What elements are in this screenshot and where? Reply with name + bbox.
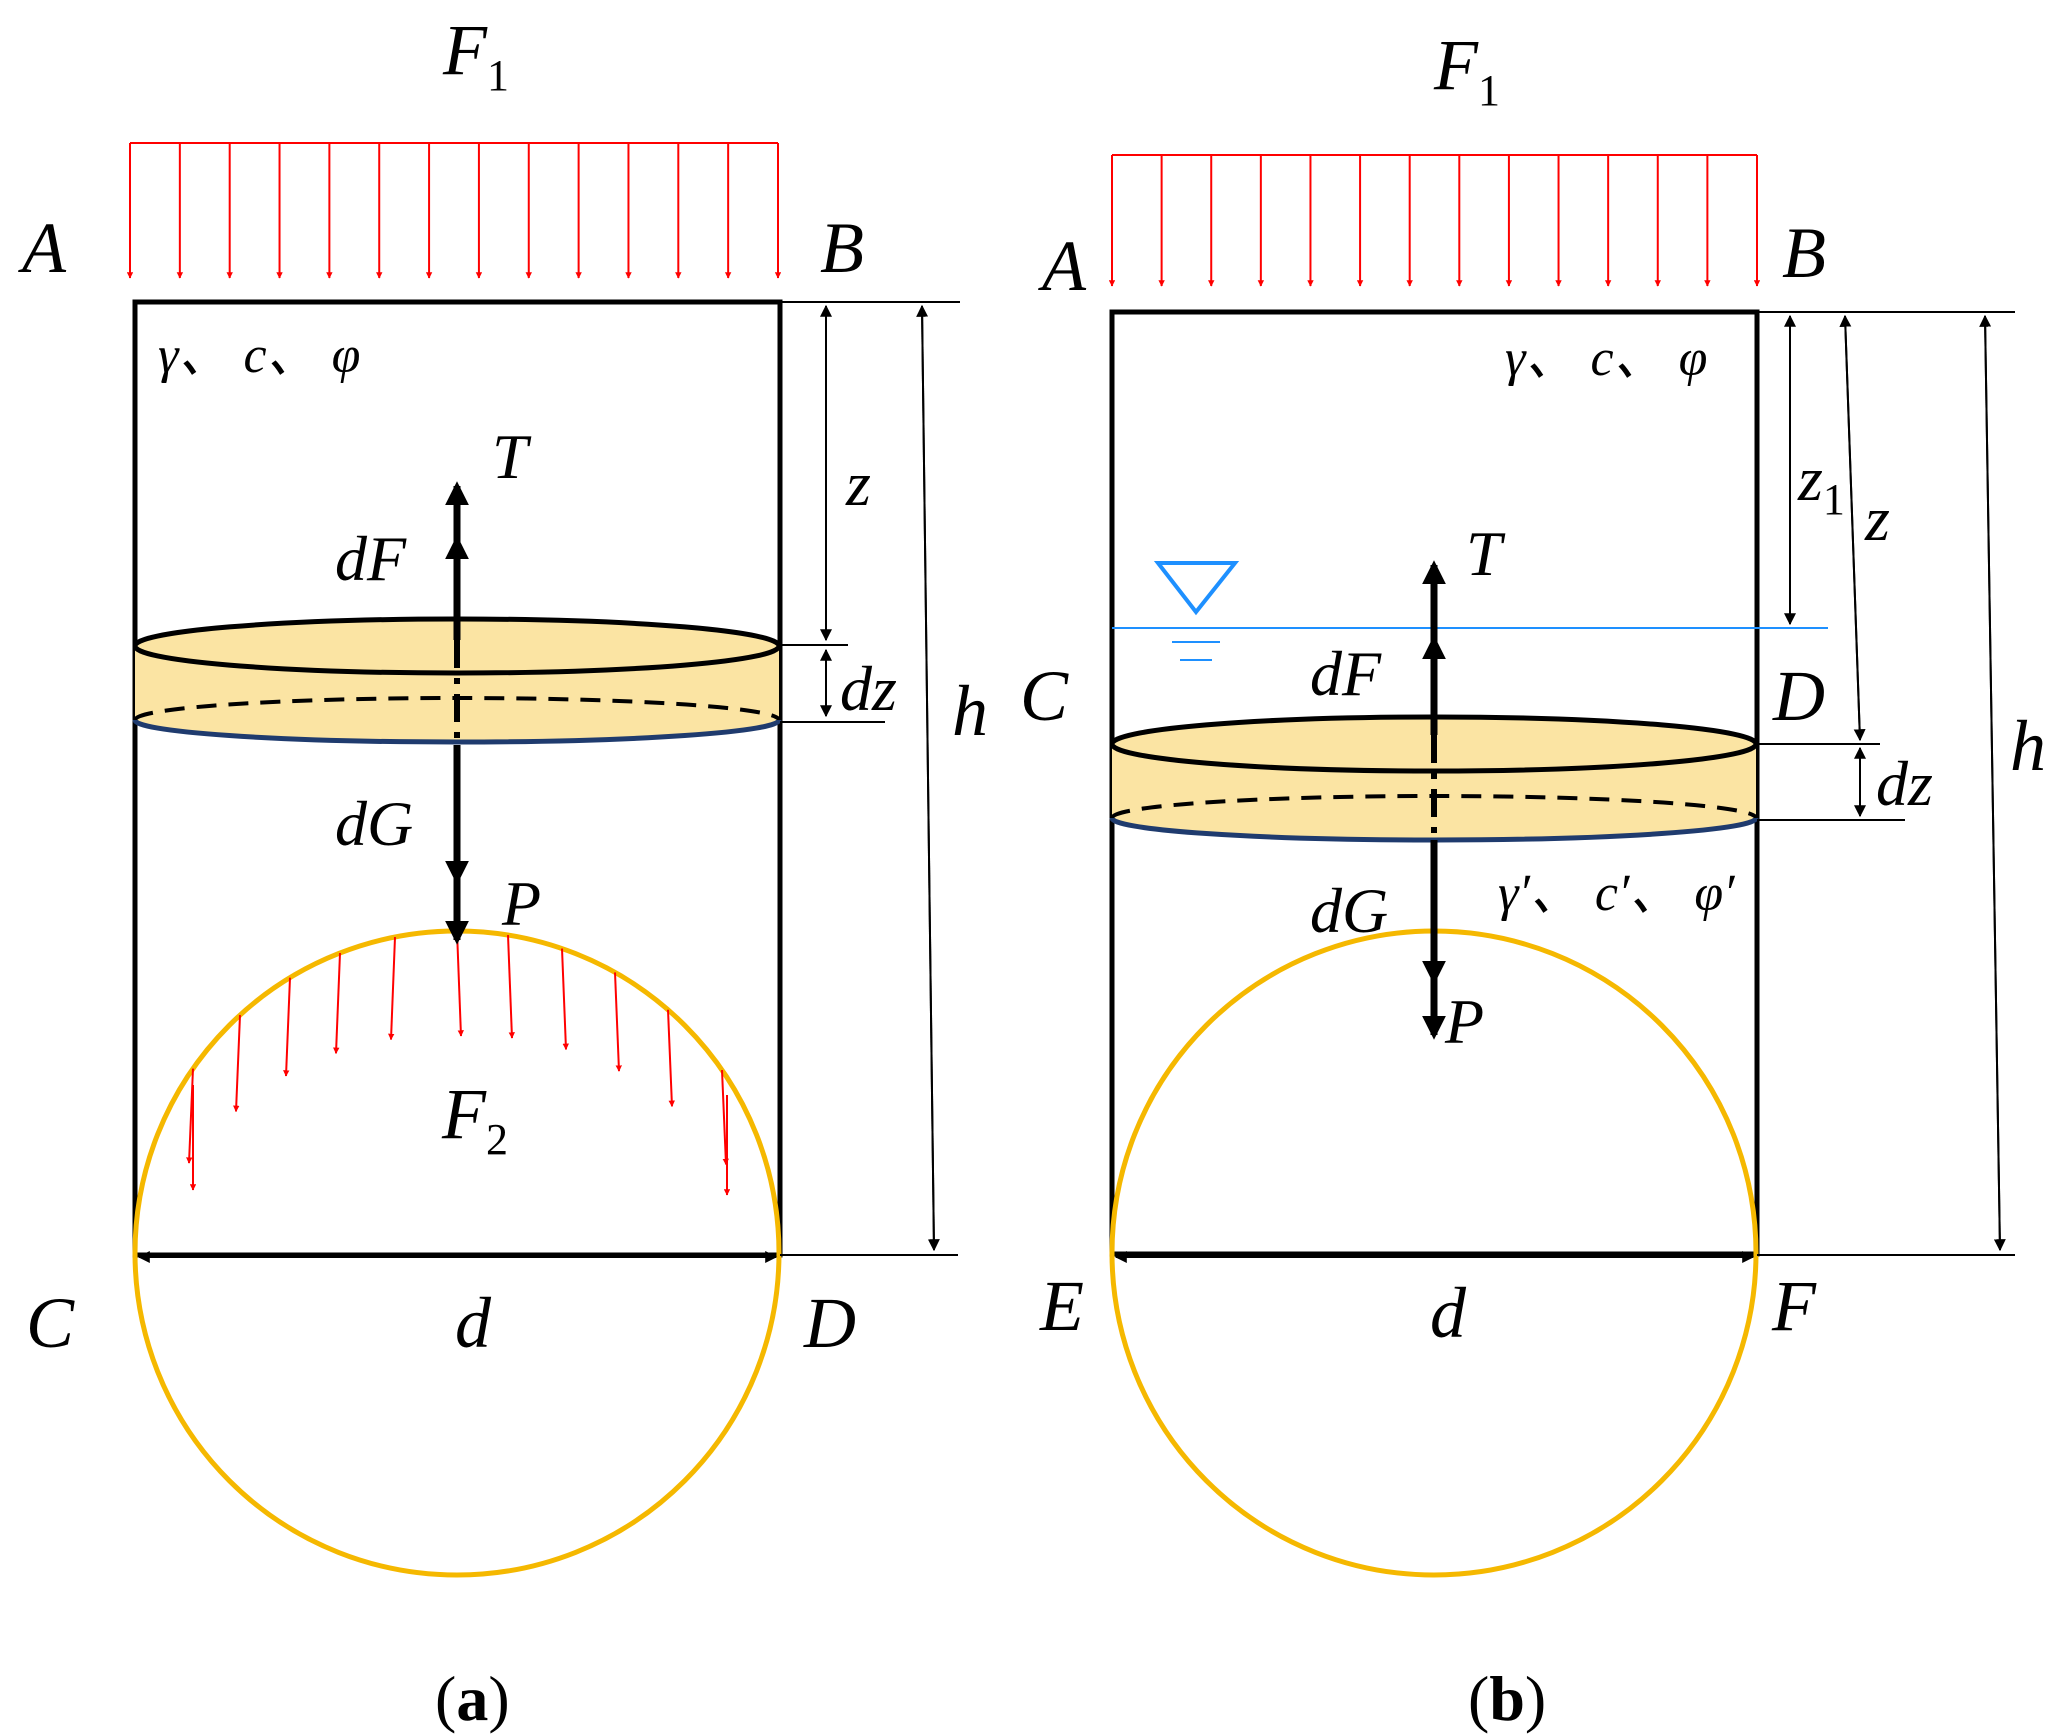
arch-load-arrow (388, 936, 396, 1041)
panel-a-soil-column (132, 299, 783, 1258)
panel-a-dim-z: z (845, 448, 871, 519)
panel-a-force-p: P (501, 868, 541, 939)
arch-load-arrow (721, 1070, 729, 1166)
panel-a-load-f1-label: F1 (442, 10, 509, 100)
panel-a-corner-b: B (820, 208, 864, 288)
arch-load-arrow (283, 977, 291, 1077)
panel-b-water-table (1112, 561, 1828, 661)
panel-b-dim-h: h (2010, 706, 2046, 786)
water-level-icon (1153, 561, 1240, 616)
panel-a-soil-params: γ、 c、 φ (158, 327, 360, 384)
panel-a-force-dg: dG (335, 788, 413, 859)
arch-load-arrow (667, 1009, 675, 1107)
panel-b-force-df: dF (1310, 638, 1382, 709)
panel-a-dim-dz: dz (840, 653, 897, 724)
panel-a-dim-h: h (952, 671, 988, 751)
panel-a-corner-c: C (26, 1283, 75, 1363)
panel-b-dimensions (1114, 311, 2015, 1263)
panel-a-arch-load (186, 930, 731, 1196)
panel-a-force-t: T (492, 421, 532, 492)
panel-b-force-t: T (1466, 518, 1506, 589)
panel-b-soil-params-upper: γ、 c、 φ (1505, 330, 1707, 387)
panel-b-corner-e: E (1039, 1266, 1084, 1346)
panel-b-force-p: P (1444, 986, 1484, 1057)
arch-load-arrow (186, 1068, 194, 1164)
panel-a-top-load (126, 142, 782, 279)
panel-a-corner-d: D (803, 1283, 856, 1363)
panel-b-corner-b: B (1782, 213, 1826, 293)
panel-b-top-load (1108, 154, 1761, 287)
panel-a-caption: (a) (435, 1663, 510, 1734)
panel-b-soil-params-lower: γ′、 c′、 φ′ (1498, 865, 1736, 922)
arch-load-arrow (561, 948, 569, 1051)
panel-b-dim-dz: dz (1876, 748, 1933, 819)
panel-a-corner-a: A (18, 208, 67, 288)
arch-load-arrow (456, 930, 464, 1037)
panel-b-corner-f: F (1771, 1266, 1817, 1346)
panel-b-caption: (b) (1468, 1663, 1546, 1734)
panel-b-water-c: C (1020, 656, 1069, 736)
panel-b: F1 A B C D E F γ、 c、 φ γ′、 c′、 φ′ T dF d… (1020, 25, 2046, 1734)
arch-load-arrow (233, 1015, 241, 1113)
panel-a-load-f2-label: F2 (441, 1074, 508, 1164)
panel-b-corner-a: A (1038, 226, 1087, 306)
panel-a-force-df: dF (335, 523, 407, 594)
panel-b-dim-z1: z1 (1797, 443, 1845, 524)
arch-load-arrow (333, 952, 341, 1054)
panel-b-dim-z: z (1864, 483, 1890, 554)
arch-load-arrow (614, 972, 622, 1072)
panel-b-dim-d: d (1430, 1273, 1467, 1353)
arch-load-arrow (507, 935, 515, 1039)
panel-b-load-f1-label: F1 (1433, 25, 1500, 115)
panel-a-dim-d: d (455, 1283, 492, 1363)
panel-a-dimensions (137, 301, 960, 1263)
panel-b-force-dg: dG (1310, 875, 1388, 946)
panel-a: F1 A B C D γ、 c、 φ T dF dG P F2 z dz h d… (18, 10, 988, 1734)
panel-b-water-d: D (1772, 656, 1825, 736)
